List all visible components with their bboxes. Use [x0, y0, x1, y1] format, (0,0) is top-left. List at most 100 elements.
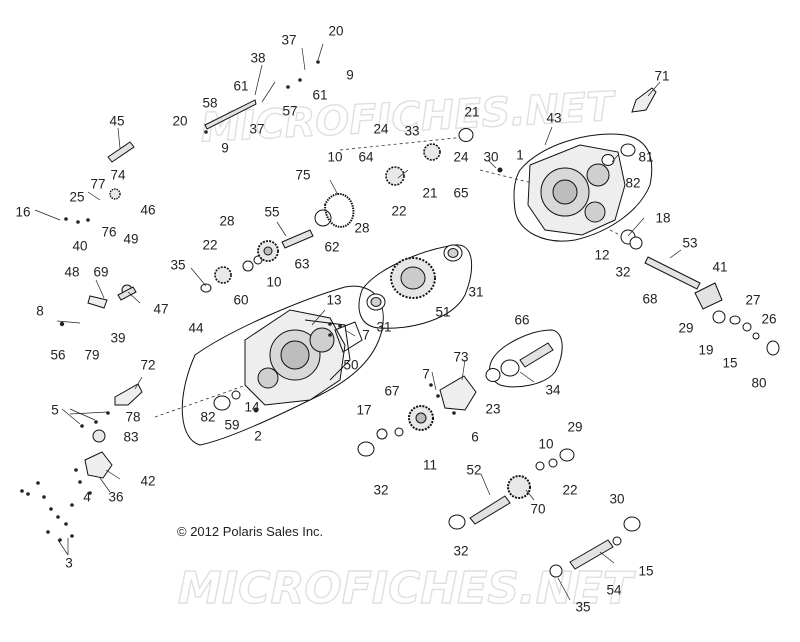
- part-callout-62: 62: [324, 239, 340, 255]
- part-callout-77: 77: [90, 176, 106, 192]
- pin: [86, 218, 90, 222]
- part-callout-44: 44: [188, 320, 204, 336]
- bracket-72: [114, 383, 143, 406]
- gear: [109, 188, 121, 200]
- part-callout-80: 80: [751, 375, 767, 391]
- part-callout-1: 1: [516, 147, 524, 163]
- part-callout-43: 43: [546, 110, 562, 126]
- watermark-text: MICROFICHES.NET: [178, 563, 636, 614]
- bearing: [485, 368, 501, 382]
- bearing: [357, 441, 375, 457]
- bearing: [712, 310, 726, 324]
- bearing: [620, 143, 636, 157]
- watermark-bottom: MICROFICHES.NET: [177, 562, 636, 614]
- pin: [64, 217, 68, 221]
- large-gear-51: [390, 257, 436, 299]
- bolt: [26, 492, 30, 496]
- ring: [729, 315, 741, 325]
- part-callout-24: 24: [453, 149, 469, 165]
- part-callout-10: 10: [327, 149, 343, 165]
- shaft-41: [694, 282, 723, 310]
- part-callout-74: 74: [110, 167, 126, 183]
- part-callout-31: 31: [376, 319, 392, 335]
- bearing: [448, 514, 466, 530]
- part-callout-14: 14: [244, 399, 260, 415]
- ring: [314, 209, 332, 227]
- part-callout-19: 19: [698, 342, 714, 358]
- part-callout-58: 58: [202, 95, 218, 111]
- part-callout-68: 68: [642, 291, 658, 307]
- part-callout-47: 47: [153, 301, 169, 317]
- cover-42: [84, 451, 113, 479]
- gear: [214, 266, 232, 284]
- bolt: [46, 530, 50, 534]
- part-callout-82: 82: [200, 409, 216, 425]
- bearing: [549, 564, 563, 578]
- part-callout-49: 49: [123, 231, 139, 247]
- part-callout-29: 29: [678, 320, 694, 336]
- part-callout-57: 57: [282, 103, 298, 119]
- bolt: [20, 489, 24, 493]
- part-callout-55: 55: [264, 204, 280, 220]
- ring: [394, 427, 404, 437]
- part-callout-6: 6: [471, 429, 479, 445]
- copyright-notice: © 2012 Polaris Sales Inc.: [177, 524, 324, 539]
- bolt: [64, 522, 68, 526]
- part-callout-45: 45: [109, 113, 125, 129]
- bolt: [49, 507, 53, 511]
- part-callout-20: 20: [172, 113, 188, 129]
- part-callout-23: 23: [485, 401, 501, 417]
- part-callout-22: 22: [202, 237, 218, 253]
- shaft-52: [469, 495, 511, 525]
- pin: [204, 130, 208, 134]
- part-callout-24: 24: [373, 121, 389, 137]
- part-callout-59: 59: [224, 417, 240, 433]
- part-callout-25: 25: [69, 189, 85, 205]
- cover-plate-73: [439, 375, 477, 411]
- part-callout-65: 65: [453, 185, 469, 201]
- part-callout-10: 10: [538, 436, 554, 452]
- part-callout-4: 4: [83, 489, 91, 505]
- part-callout-32: 32: [615, 264, 631, 280]
- shaft-58: [204, 99, 257, 130]
- axis-line: [479, 169, 541, 186]
- part-callout-9: 9: [221, 140, 229, 156]
- part-callout-2: 2: [254, 428, 262, 444]
- shaft-54: [569, 539, 614, 570]
- shaft-45: [107, 141, 135, 163]
- part-callout-37: 37: [249, 121, 265, 137]
- part-callout-18: 18: [655, 210, 671, 226]
- ring: [242, 260, 254, 272]
- bearing: [629, 236, 643, 250]
- part-callout-70: 70: [530, 501, 546, 517]
- part-callout-28: 28: [219, 213, 235, 229]
- part-callout-54: 54: [606, 582, 622, 598]
- part-callout-7: 7: [362, 327, 370, 343]
- part-callout-3: 3: [65, 555, 73, 571]
- bolt: [436, 394, 440, 398]
- part-callout-61: 61: [233, 78, 249, 94]
- part-callout-9: 9: [346, 67, 354, 83]
- ring: [200, 283, 212, 293]
- part-callout-41: 41: [712, 259, 728, 275]
- part-callout-32: 32: [453, 543, 469, 559]
- pin: [316, 60, 320, 64]
- part-callout-32: 32: [373, 482, 389, 498]
- ring: [231, 390, 241, 400]
- part-callout-35: 35: [575, 599, 591, 615]
- bearing: [458, 128, 474, 142]
- bolt: [36, 481, 40, 485]
- bearing: [601, 154, 615, 166]
- bolt: [429, 383, 433, 387]
- gasket-50: [334, 321, 363, 353]
- part-callout-7: 7: [422, 366, 430, 382]
- bolt: [74, 468, 78, 472]
- part-callout-71: 71: [654, 68, 670, 84]
- part-callout-63: 63: [294, 256, 310, 272]
- bolt: [70, 534, 74, 538]
- ring: [376, 428, 388, 440]
- bearing: [500, 359, 520, 377]
- ring: [535, 461, 545, 471]
